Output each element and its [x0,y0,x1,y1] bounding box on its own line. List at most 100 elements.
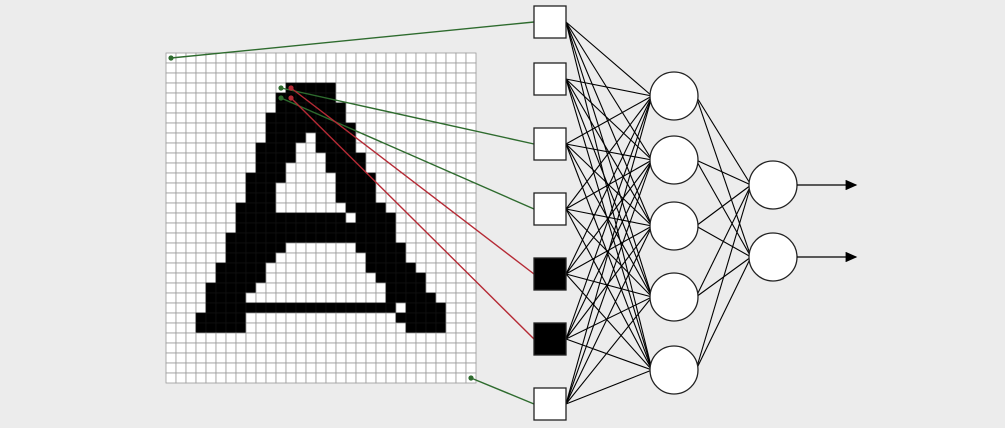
pixel-off [225,192,237,204]
pixel-off [205,202,217,214]
pixel-off [275,312,287,324]
pixel-off [305,252,317,264]
pixel-off [445,312,457,324]
pixel-off [405,162,417,174]
pixel-off [235,82,247,94]
pixel-off [345,92,357,104]
pixel-off [205,272,217,284]
pixel-on [225,272,237,284]
pixel-off [165,372,177,384]
pixel-off [185,72,197,84]
green-connector-line [170,21,535,59]
pixel-off [375,372,387,384]
hidden-output-edge [695,159,752,258]
pixel-off [165,272,177,284]
pixel-off [345,62,357,74]
pixel-off [205,362,217,374]
pixel-off [305,322,317,334]
pixel-off [245,112,257,124]
pixel-off [215,92,227,104]
hidden-output-edge [695,159,752,186]
pixel-off [415,262,427,274]
pixel-off [235,62,247,74]
pixel-off [215,72,227,84]
pixel-on [325,162,337,174]
pixel-off [375,172,387,184]
pixel-off [275,182,287,194]
pixel-on [225,292,237,304]
pixel-off [455,272,467,284]
pixel-off [165,362,177,374]
pixel-off [295,312,307,324]
pixel-off [435,212,447,224]
pixel-off [305,142,317,154]
pixel-on [265,192,277,204]
pixel-on [325,302,337,314]
pixel-on [415,312,427,324]
pixel-on [425,302,437,314]
pixel-off [205,212,217,224]
pixel-off [385,182,397,194]
pixel-off [285,52,297,64]
pixel-off [175,62,187,74]
pixel-off [435,282,447,294]
pixel-off [465,272,477,284]
pixel-off [195,232,207,244]
pixel-on [405,292,417,304]
pixel-off [435,362,447,374]
pixel-off [235,152,247,164]
pixel-on [275,132,287,144]
pixel-off [375,72,387,84]
pixel-off [445,72,457,84]
pixel-off [275,272,287,284]
pixel-on [365,182,377,194]
pixel-on [385,252,397,264]
pixel-on [245,172,257,184]
pixel-off [245,62,257,74]
pixel-on [305,82,317,94]
pixel-off [405,352,417,364]
pixel-off [445,332,457,344]
pixel-on [265,172,277,184]
pixel-on [225,282,237,294]
pixel-off [465,142,477,154]
pixel-off [305,242,317,254]
pixel-off [325,202,337,214]
pixel-off [425,152,437,164]
pixel-off [435,102,447,114]
pixel-off [465,362,477,374]
pixel-off [305,352,317,364]
pixel-on [255,192,267,204]
pixel-on [275,172,287,184]
pixel-off [225,82,237,94]
pixel-off [345,112,357,124]
pixel-off [455,192,467,204]
pixel-off [215,102,227,114]
pixel-off [215,202,227,214]
pixel-off [425,222,437,234]
pixel-off [195,182,207,194]
pixel-on [385,262,397,274]
pixel-off [415,162,427,174]
pixel-on [285,142,297,154]
pixel-off [355,82,367,94]
pixel-off [205,102,217,114]
pixel-off [315,52,327,64]
pixel-on [255,142,267,154]
pixel-off [175,72,187,84]
pixel-on [385,282,397,294]
pixel-off [315,262,327,274]
pixel-off [255,52,267,64]
pixel-off [305,52,317,64]
pixel-off [465,232,477,244]
pixel-off [245,52,257,64]
pixel-off [355,52,367,64]
pixel-on [345,302,357,314]
pixel-off [165,72,177,84]
pixel-off [385,72,397,84]
pixel-off [365,352,377,364]
pixel-off [165,302,177,314]
pixel-off [455,332,467,344]
pixel-off [275,322,287,334]
